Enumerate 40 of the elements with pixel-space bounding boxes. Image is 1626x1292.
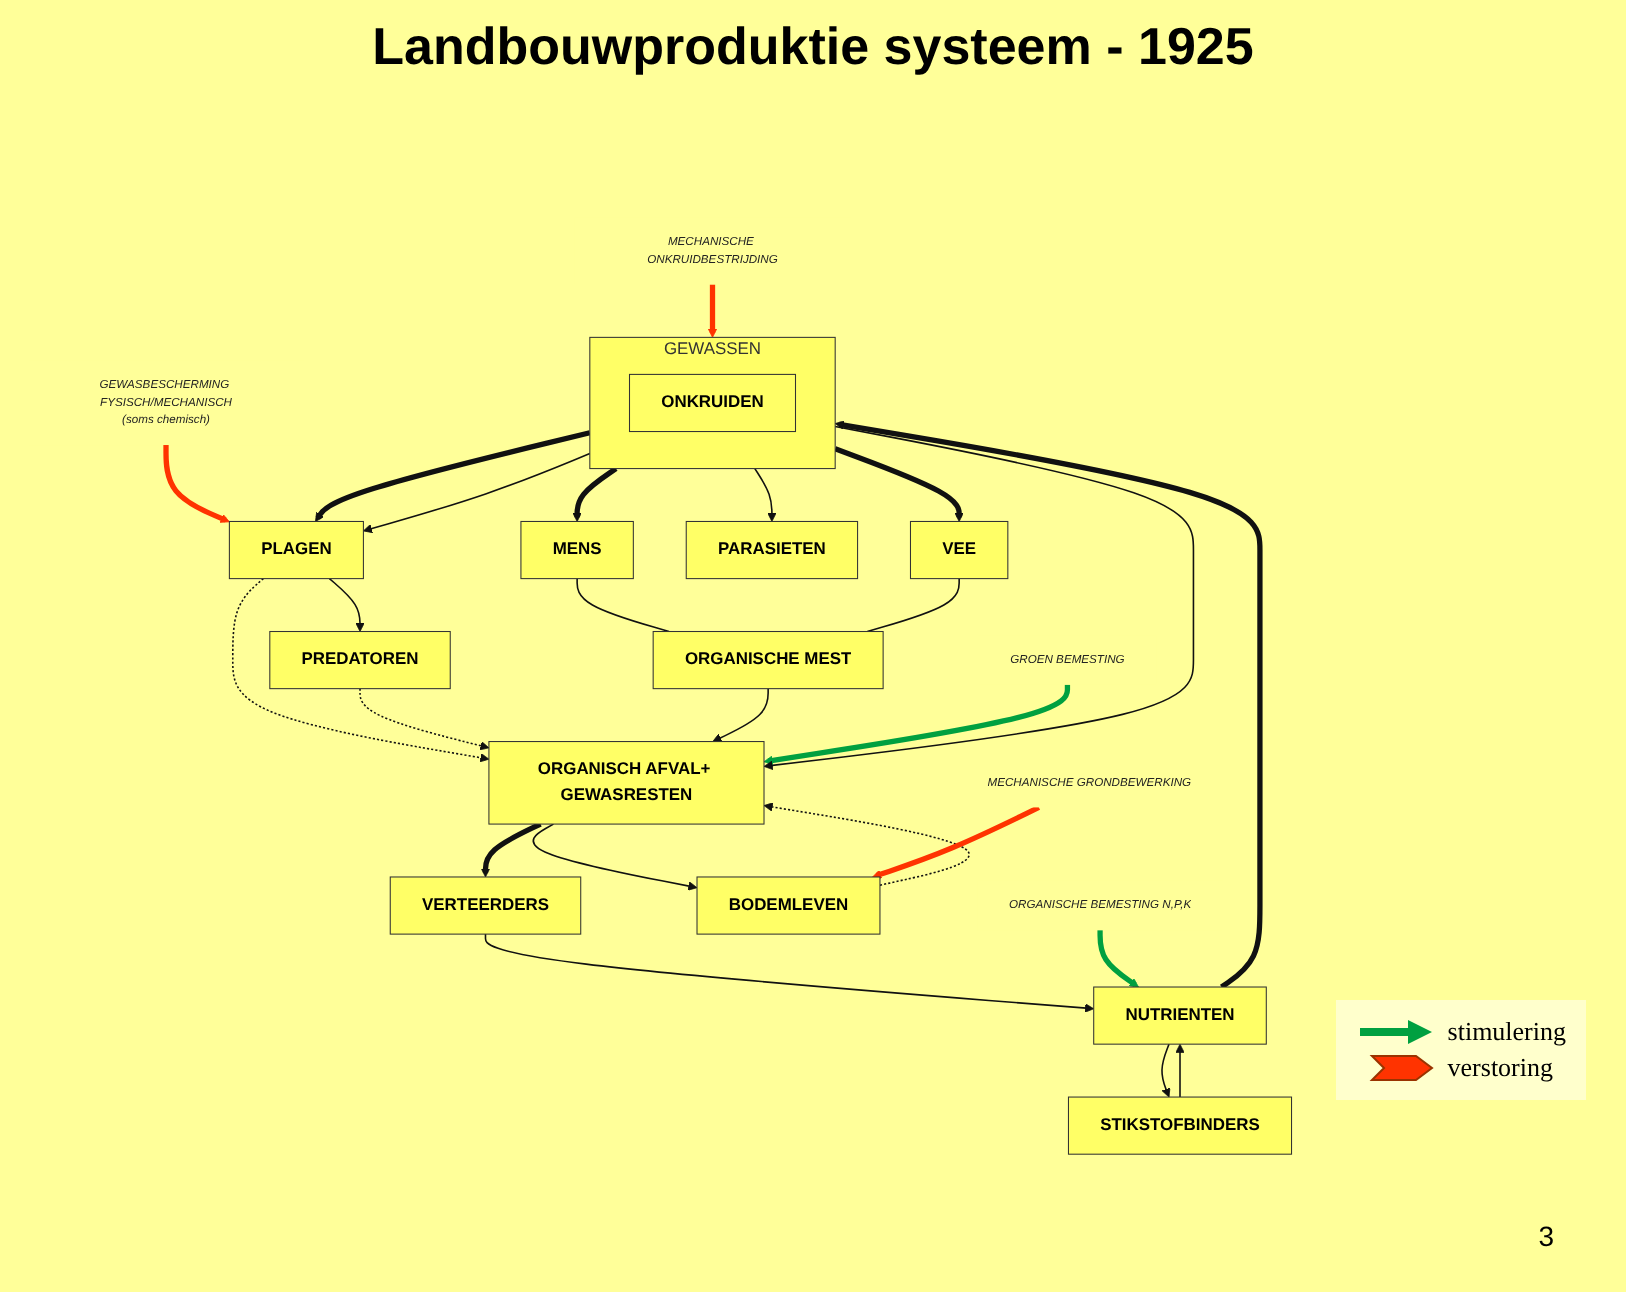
arrow [763, 802, 970, 886]
arrow [363, 452, 591, 534]
arrow [707, 284, 718, 338]
page-number: 3 [1538, 1220, 1554, 1252]
arrow [834, 446, 964, 522]
arrow [484, 933, 1095, 1013]
connector [866, 577, 960, 633]
arrow [712, 687, 769, 743]
arrow [1097, 930, 1139, 988]
node-box: ONKRUIDEN [628, 373, 797, 433]
node-box: VEE [909, 520, 1009, 580]
arrow [1161, 1043, 1171, 1098]
node-box: PARASIETEN [685, 520, 859, 580]
arrow [359, 687, 490, 751]
arrow [834, 420, 1263, 990]
node-box: PREDATOREN [269, 631, 451, 690]
node-box: ORGANISCH AFVAL+ GEWASRESTEN [488, 741, 765, 825]
arrow [872, 805, 1041, 879]
arrow [480, 821, 542, 878]
node-box: STIKSTOFBINDERS [1067, 1096, 1293, 1155]
arrow [763, 684, 1071, 765]
arrow [1175, 1043, 1185, 1098]
legend-label: verstoring [1447, 1052, 1553, 1084]
diagram-title: Landbouwproduktie systeem - 1925 [370, 16, 1256, 78]
node-box: ORGANISCHE MEST [652, 631, 884, 690]
node-box: PLAGEN [228, 520, 364, 580]
arrow [532, 823, 698, 891]
node-box: VERTEERDERS [389, 876, 582, 935]
connector [576, 577, 670, 633]
arrow [163, 445, 230, 523]
node-box: MENS [520, 520, 634, 580]
legend-label: stimulering [1447, 1016, 1566, 1048]
node-box: NUTRIENTEN [1093, 986, 1267, 1045]
arrow [232, 577, 490, 763]
arrow [754, 467, 777, 522]
arrow [763, 425, 1195, 770]
arrow [328, 577, 365, 632]
node-box: BODEMLEVEN [696, 876, 881, 935]
arrow [572, 466, 618, 522]
arrow [315, 430, 591, 522]
